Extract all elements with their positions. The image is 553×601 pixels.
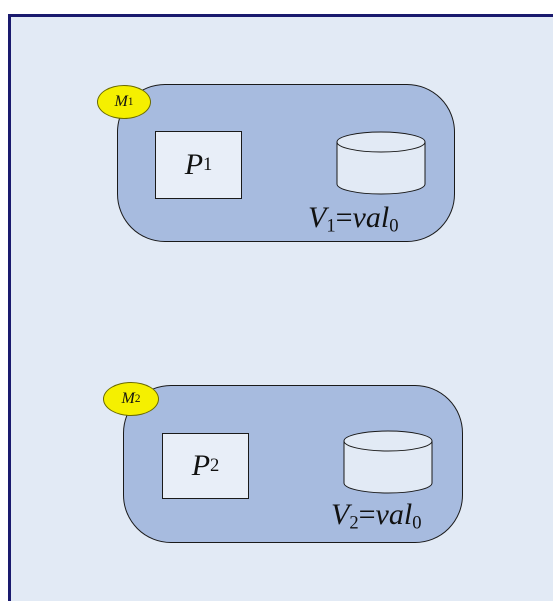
variable-2-equals: = [358,498,376,531]
variable-2-label: V2=val0 [331,500,422,533]
machine-2-badge-index: 2 [134,393,141,405]
process-2-index: 2 [210,455,220,476]
variable-1-index: 1 [326,215,336,237]
process-1-letter: P [184,148,204,181]
variable-1-value-index: 0 [389,215,399,237]
variable-1-letter: V [308,201,327,234]
variable-2-value-index: 0 [412,512,422,534]
variable-2-index: 2 [349,512,359,534]
variable-1-value-name: val [352,201,390,234]
variable-2-value-name: val [375,498,413,531]
machine-1-badge-letter: M [114,93,128,110]
process-2-letter: P [191,449,211,482]
database-cylinder-icon [336,131,426,195]
variable-1-equals: = [335,201,353,234]
machine-1-badge-index: 1 [127,96,134,108]
database-cylinder-icon [343,430,433,494]
machine-2-badge-letter: M [121,390,135,407]
process-1-index: 1 [203,154,213,175]
variable-2-letter: V [331,498,350,531]
variable-1-label: V1=val0 [308,203,399,236]
